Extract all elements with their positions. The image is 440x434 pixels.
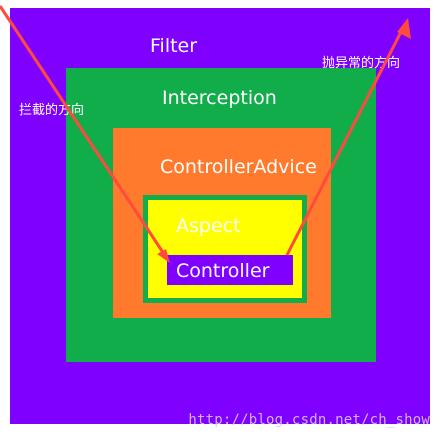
intercept-direction-note: 拦截的方向	[19, 103, 85, 118]
controller-layer	[167, 255, 293, 285]
controller-label: Controller	[176, 260, 270, 282]
watermark: http://blog.csdn.net/ch_show	[188, 412, 430, 428]
aspect-label: Aspect	[176, 215, 241, 237]
filter-label: Filter	[150, 35, 198, 57]
interception-label: Interception	[162, 87, 277, 109]
exception-direction-note: 抛异常的方向	[322, 56, 401, 71]
controller-advice-label: ControllerAdvice	[160, 156, 317, 178]
